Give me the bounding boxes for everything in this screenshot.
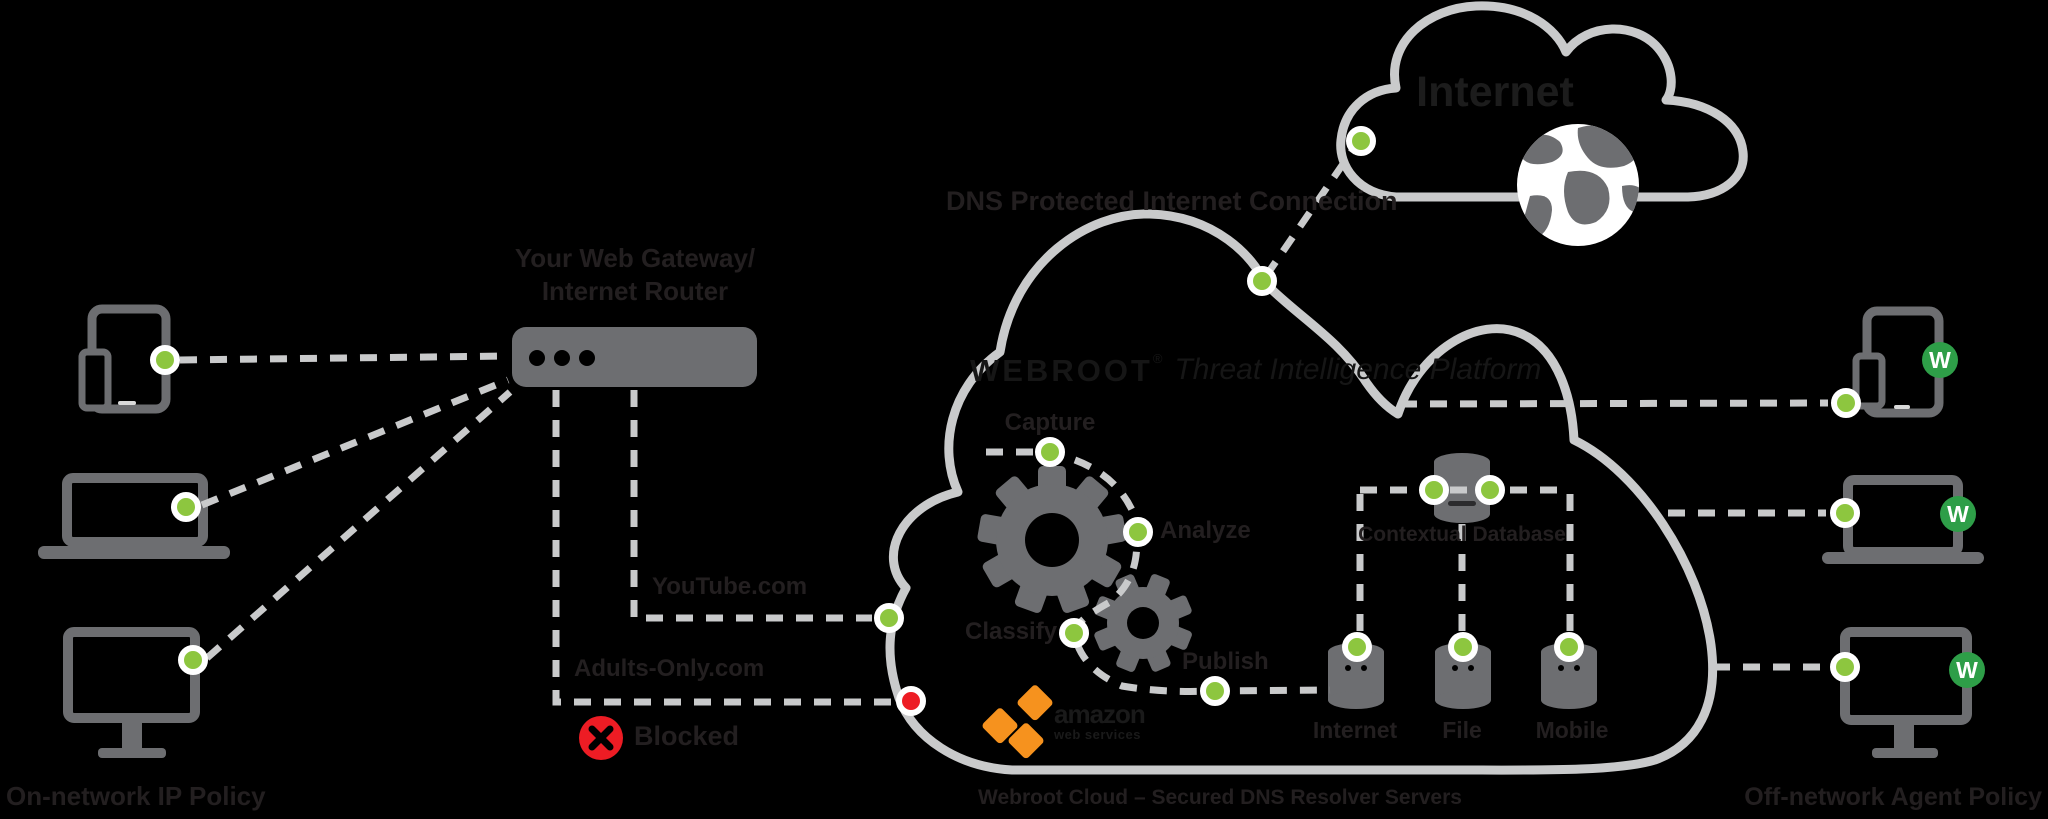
- right-phone-icon: [1852, 352, 1886, 410]
- gateway-label-line2: Internet Router: [541, 276, 729, 306]
- platform-title: WEBROOT ® Threat Intelligence Platform: [970, 351, 1542, 389]
- node-dot-database-right: [1475, 475, 1505, 505]
- left-desktop-icon: [63, 627, 200, 758]
- aws-logo-text: amazon web services: [1054, 699, 1146, 742]
- node-dot-right-desktop: [1830, 652, 1860, 682]
- node-dot-blocked-request: [896, 686, 926, 716]
- aws-logo-icon: [982, 685, 1053, 759]
- webroot-brand: WEBROOT: [970, 353, 1153, 388]
- server-internet-label: Internet: [1312, 717, 1398, 743]
- line-tablet-to-router: [179, 352, 509, 364]
- node-dot-database-left: [1419, 475, 1449, 505]
- blocked-domain-label: Adults-Only.com: [574, 655, 765, 682]
- globe-icon: [1517, 124, 1639, 246]
- node-dot-internet-cloud: [1346, 126, 1376, 156]
- node-dot-server-internet: [1342, 632, 1372, 662]
- blocked-status-label: Blocked: [634, 721, 740, 751]
- node-dot-publish: [1200, 676, 1230, 706]
- aws-logo-line1: amazon: [1054, 699, 1146, 729]
- webroot-agent-badge-tablet: W: [1922, 342, 1958, 378]
- internet-cloud-shape: [1336, 1, 1748, 202]
- node-dot-left-laptop: [171, 492, 201, 522]
- webroot-agent-badge-desktop: W: [1949, 652, 1985, 688]
- node-dot-allowed-request: [874, 603, 904, 633]
- line-desktop-to-router: [204, 389, 513, 661]
- blocked-icon: [579, 716, 623, 760]
- webroot-agent-badge-laptop: W: [1940, 496, 1976, 532]
- left-laptop-icon: [38, 473, 230, 559]
- left-phone-icon: [78, 348, 112, 412]
- node-dot-left-tablet: [150, 345, 180, 375]
- platform-subtitle: Threat Intelligence Platform: [1174, 353, 1542, 386]
- registered-mark: ®: [1152, 351, 1163, 366]
- line-cloud-to-right-tablet: [1399, 399, 1829, 408]
- footer-webroot-cloud-label: Webroot Cloud – Secured DNS Resolver Ser…: [978, 786, 1462, 809]
- platform-cloud-shape: [885, 209, 1718, 775]
- node-dot-server-mobile: [1554, 632, 1584, 662]
- server-file-label: File: [1442, 717, 1482, 743]
- node-dot-platform-top: [1247, 266, 1277, 296]
- step-publish-label: Publish: [1182, 648, 1269, 675]
- step-analyze-label: Analyze: [1160, 517, 1251, 544]
- step-classify-label: Classify: [965, 618, 1058, 645]
- gear-large-icon: [977, 466, 1127, 613]
- node-dot-capture: [1035, 437, 1065, 467]
- server-mobile-label: Mobile: [1535, 717, 1609, 743]
- contextual-database-label: Contextual Database: [1358, 523, 1566, 546]
- line-laptop-to-router: [200, 376, 510, 509]
- node-dot-right-tablet: [1831, 388, 1861, 418]
- right-desktop-icon: [1840, 627, 1972, 758]
- router-icon: [512, 327, 757, 387]
- node-dot-right-laptop: [1830, 498, 1860, 528]
- line-platform-to-internet: [1263, 146, 1357, 278]
- aws-logo-line2: web services: [1054, 727, 1141, 742]
- line-router-blocked-request: [552, 390, 893, 706]
- node-dot-server-file: [1448, 632, 1478, 662]
- node-dot-analyze: [1123, 517, 1153, 547]
- allowed-domain-label: YouTube.com: [652, 573, 808, 600]
- gear-small-icon: [1094, 574, 1192, 672]
- gateway-label: Your Web Gateway/ Internet Router: [485, 242, 785, 308]
- internet-cloud-label: Internet: [1416, 68, 1574, 116]
- line-router-allowed-request: [630, 390, 872, 622]
- step-capture-label: Capture: [1004, 409, 1096, 436]
- dns-connection-label: DNS Protected Internet Connection: [946, 186, 1398, 216]
- node-dot-classify: [1059, 618, 1089, 648]
- footer-off-network-label: Off-network Agent Policy: [1744, 783, 2042, 811]
- gateway-label-line1: Your Web Gateway/: [514, 243, 756, 273]
- node-dot-left-desktop: [178, 645, 208, 675]
- footer-on-network-label: On-network IP Policy: [6, 781, 266, 811]
